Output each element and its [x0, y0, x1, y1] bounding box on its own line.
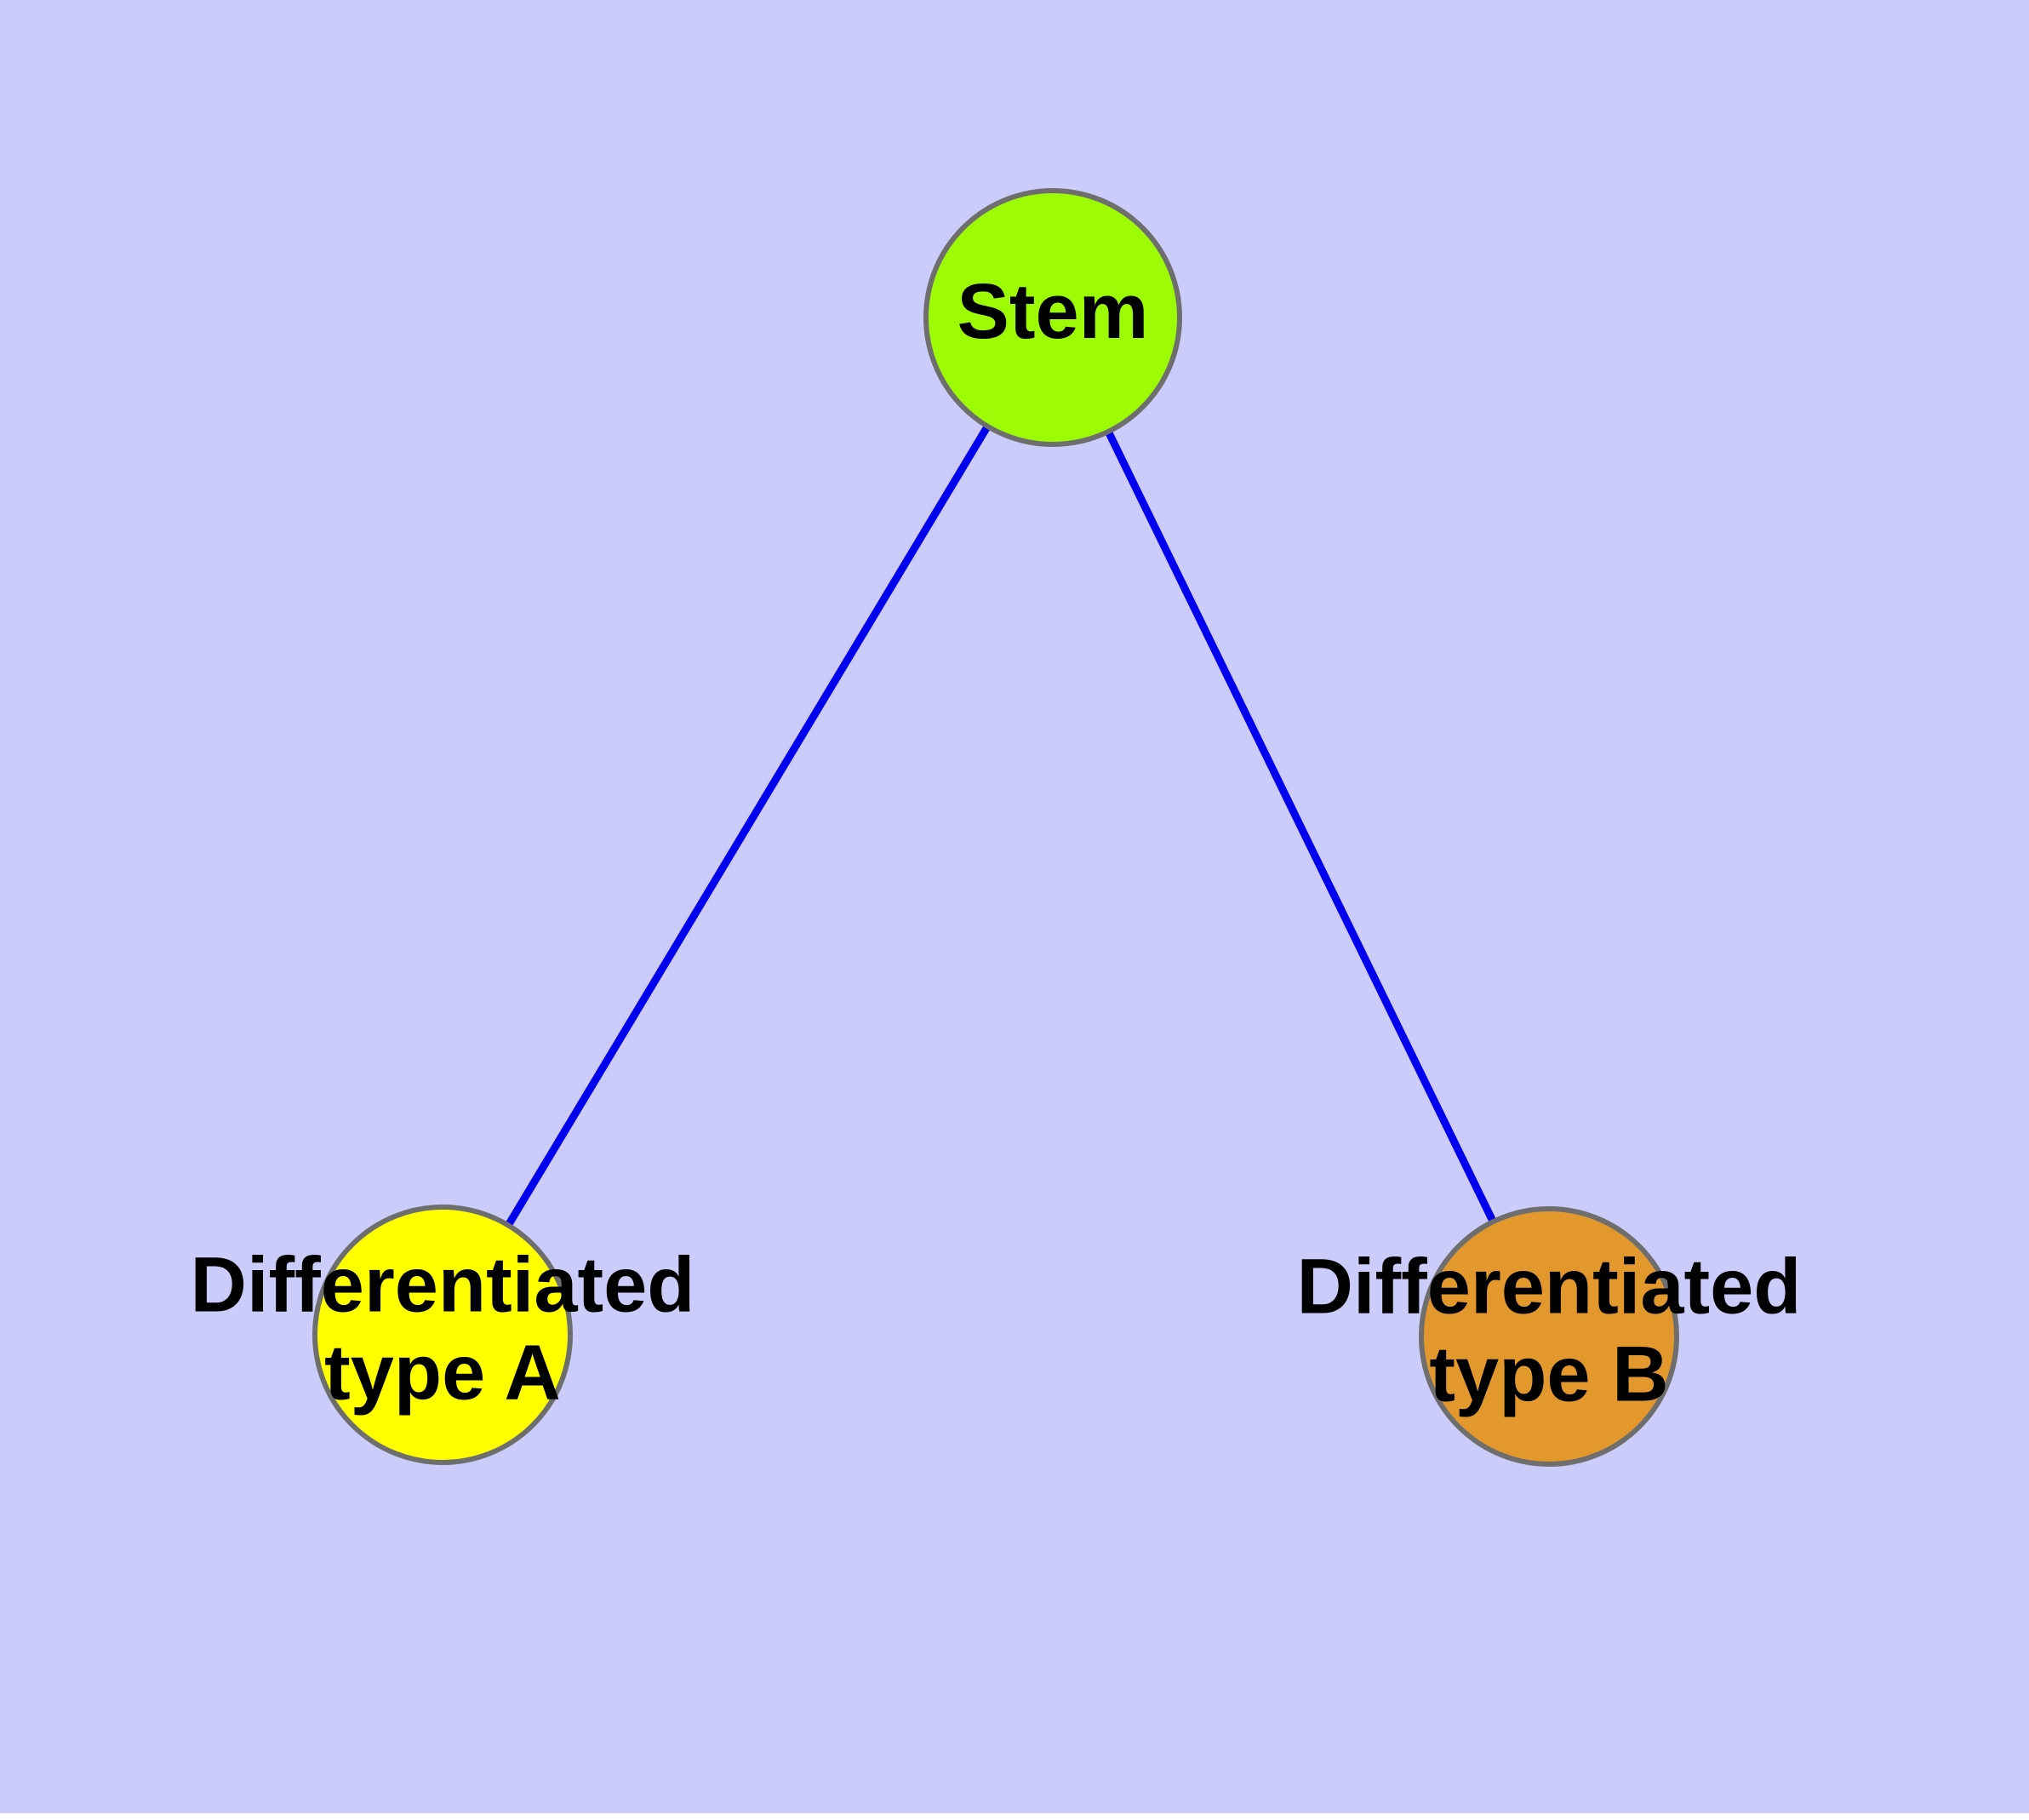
- graph-node-label-line: type B: [1429, 1331, 1668, 1418]
- graph-node-label-stem: Stem: [957, 268, 1149, 355]
- graph-node-stem[interactable]: [923, 188, 1182, 447]
- graph-node-diff_a[interactable]: [312, 1205, 573, 1465]
- node-layer: [312, 188, 1679, 1467]
- edge-layer: [439, 315, 1553, 1338]
- graph-node-label-line: type A: [324, 1330, 561, 1417]
- graph-node-diff_b[interactable]: [1419, 1206, 1679, 1467]
- graph-node-label-line: Differentiated: [1297, 1244, 1802, 1331]
- graph-node-label-line: Stem: [957, 268, 1149, 355]
- graph-node-label-line: Differentiated: [191, 1242, 695, 1329]
- graph-edge: [439, 315, 1056, 1337]
- graph-edge: [1049, 316, 1553, 1338]
